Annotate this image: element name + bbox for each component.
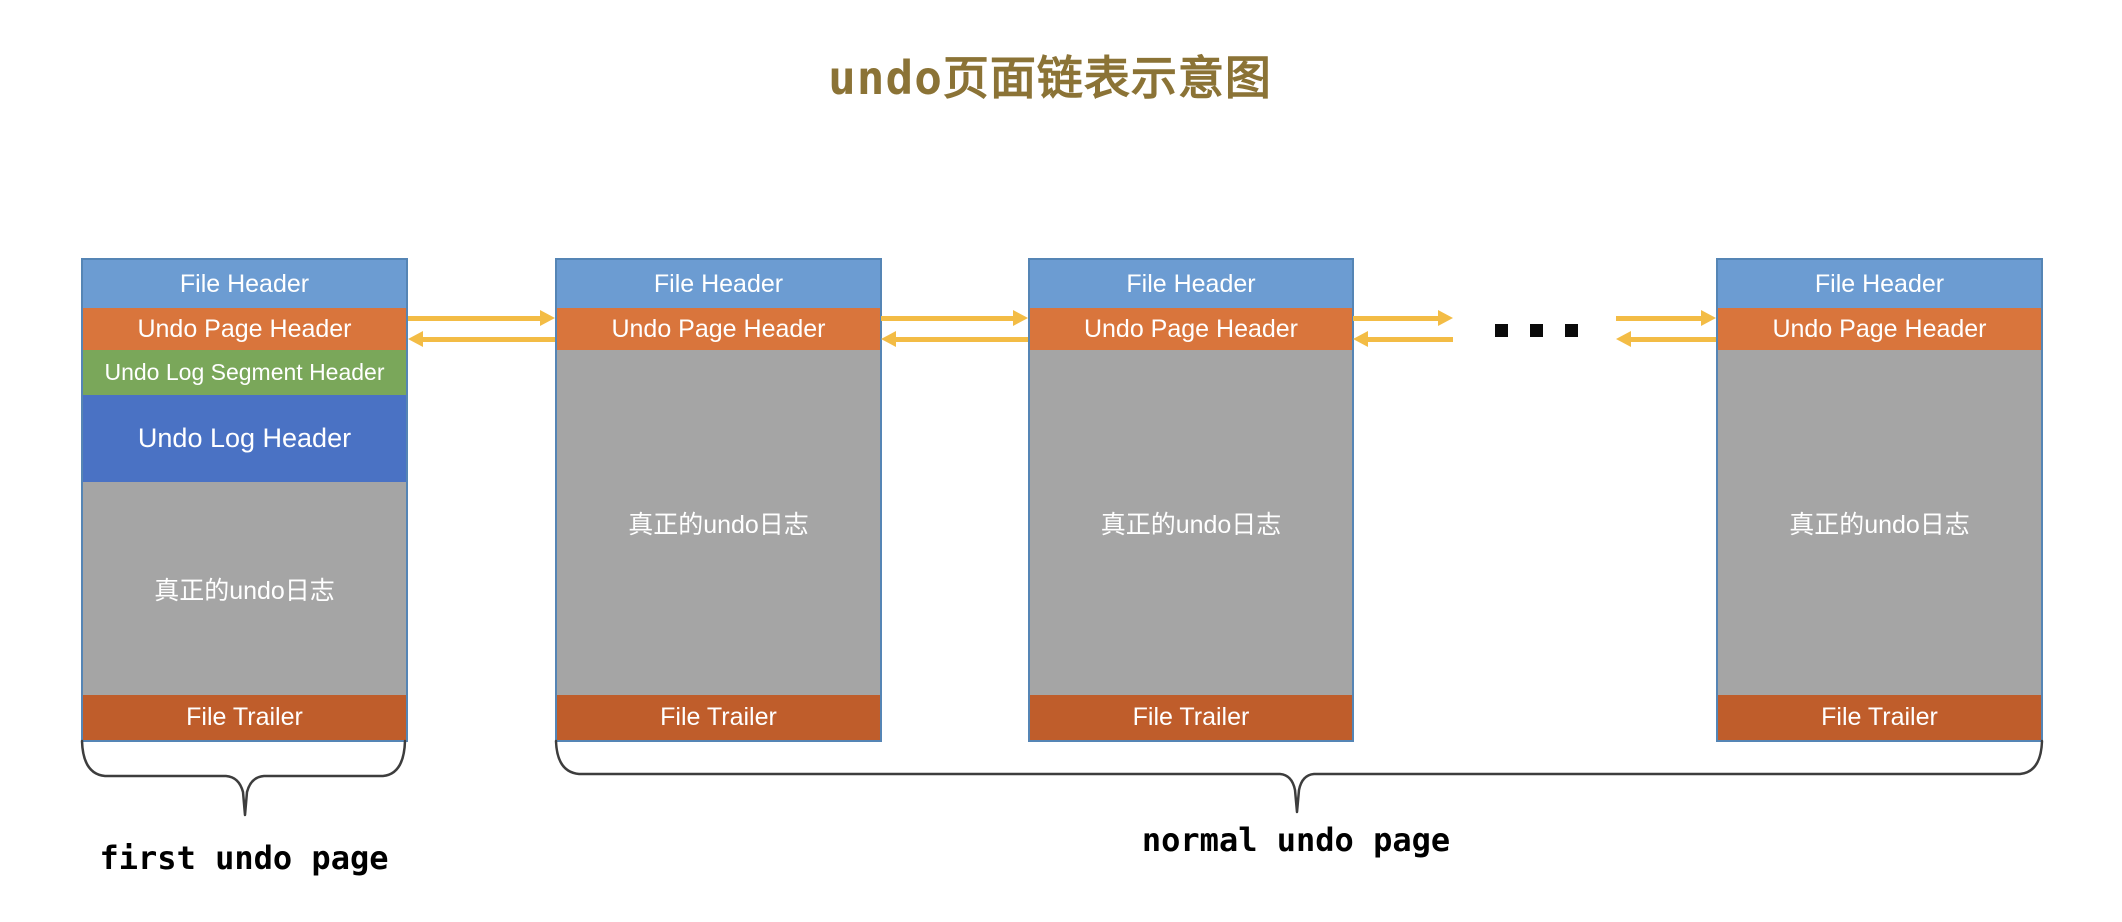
link-arrow-left-icon bbox=[408, 331, 555, 347]
section-file-trailer: File Trailer bbox=[1718, 695, 2041, 740]
ellipsis-dot bbox=[1565, 324, 1578, 337]
section-file-header: File Header bbox=[557, 260, 880, 308]
section-undo-page-header: Undo Page Header bbox=[1718, 308, 2041, 350]
section-undo-log-header: Undo Log Header bbox=[83, 395, 406, 482]
link-arrow-right-icon bbox=[1616, 310, 1716, 326]
section-file-trailer: File Trailer bbox=[83, 695, 406, 740]
section-undo-page-header: Undo Page Header bbox=[83, 308, 406, 350]
link-arrow-right-icon bbox=[1353, 310, 1453, 326]
section-undo-log-body: 真正的undo日志 bbox=[1030, 350, 1352, 695]
section-undo-log-body: 真正的undo日志 bbox=[83, 482, 406, 695]
section-undo-log-segment-header: Undo Log Segment Header bbox=[83, 350, 406, 395]
caption-normal-undo-page: normal undo page bbox=[1141, 821, 1451, 859]
undo-page-block-normal-3: File Header Undo Page Header 真正的undo日志 F… bbox=[1716, 258, 2043, 742]
link-arrow-left-icon bbox=[1616, 331, 1716, 347]
section-undo-log-body: 真正的undo日志 bbox=[1718, 350, 2041, 695]
undo-page-block-normal-2: File Header Undo Page Header 真正的undo日志 F… bbox=[1028, 258, 1354, 742]
undo-page-block-first: File Header Undo Page Header Undo Log Se… bbox=[81, 258, 408, 742]
section-file-header: File Header bbox=[1718, 260, 2041, 308]
section-file-header: File Header bbox=[1030, 260, 1352, 308]
caption-first-undo-page: first undo page bbox=[99, 839, 389, 877]
section-undo-page-header: Undo Page Header bbox=[557, 308, 880, 350]
link-arrow-right-icon bbox=[408, 310, 555, 326]
undo-page-block-normal-1: File Header Undo Page Header 真正的undo日志 F… bbox=[555, 258, 882, 742]
link-arrow-left-icon bbox=[1353, 331, 1453, 347]
link-arrow-right-icon bbox=[881, 310, 1028, 326]
section-file-trailer: File Trailer bbox=[557, 695, 880, 740]
section-undo-page-header: Undo Page Header bbox=[1030, 308, 1352, 350]
section-file-trailer: File Trailer bbox=[1030, 695, 1352, 740]
ellipsis-dot bbox=[1530, 324, 1543, 337]
section-file-header: File Header bbox=[83, 260, 406, 308]
section-undo-log-body: 真正的undo日志 bbox=[557, 350, 880, 695]
brace-normal-undo-page bbox=[554, 739, 2044, 814]
link-arrow-left-icon bbox=[881, 331, 1028, 347]
diagram-title: undo页面链表示意图 bbox=[828, 51, 1272, 105]
ellipsis-dot bbox=[1495, 324, 1508, 337]
brace-first-undo-page bbox=[80, 739, 407, 817]
